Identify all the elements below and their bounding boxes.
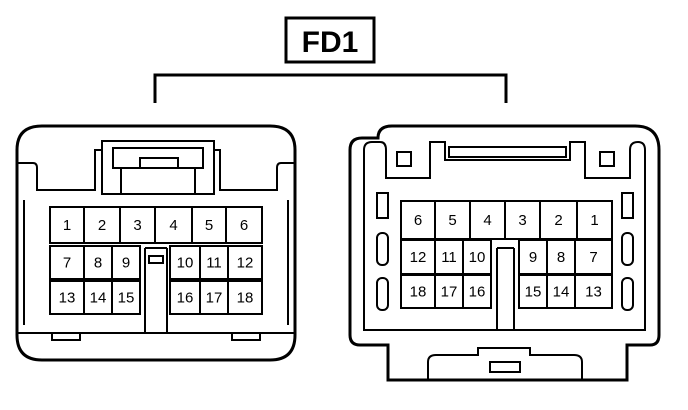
right-connector-pin-label: 8 [557, 249, 565, 266]
right-connector-pin-cell [574, 274, 613, 309]
right-connector-pin-cell [546, 274, 576, 309]
right-connector-pin-label: 11 [441, 249, 457, 266]
left-connector-pin-cell [111, 245, 141, 280]
right-small-sq-l [396, 151, 412, 167]
title-label: FD1 [284, 16, 376, 64]
left-connector-pin-label: 3 [133, 217, 141, 234]
right-connector-pin-label: 7 [589, 249, 597, 266]
right-connector-pin-label: 2 [554, 212, 562, 229]
left-connector-pin-label: 16 [177, 290, 194, 307]
left-connector-pin-label: 17 [206, 290, 223, 307]
right-connector-pin-label: 15 [525, 284, 542, 301]
right-connector-pin-cell [462, 274, 492, 309]
left-connector-pin-label: 5 [205, 217, 213, 234]
title-text: FD1 [302, 26, 359, 59]
left-connector-pin-label: 4 [169, 217, 177, 234]
left-connector-pin-label: 13 [59, 290, 76, 307]
left-connector-pin-label: 2 [98, 217, 106, 234]
right-connector-pin-cell [400, 239, 436, 275]
left-connector-pin-label: 12 [237, 255, 254, 272]
left-connector-pin-label: 10 [177, 255, 194, 272]
left-connector-pin-label: 1 [63, 217, 71, 234]
left-latch-tab [139, 157, 179, 169]
right-connector-pin-label: 13 [585, 284, 602, 301]
left-connector-pin-label: 11 [206, 255, 222, 272]
right-connector-pin-label: 5 [448, 212, 456, 229]
left-center-key [144, 247, 168, 333]
right-connector-pin-cell [574, 239, 613, 275]
left-connector-pin-label: 14 [90, 290, 107, 307]
right-slot-l2 [376, 232, 389, 266]
left-connector-pin-label: 7 [63, 255, 71, 272]
left-connector-pin-cell [49, 206, 85, 244]
left-side-rail [23, 200, 289, 325]
right-bottom-tab [427, 347, 583, 380]
left-connector-pin-cell [169, 280, 201, 315]
left-latch-outer [101, 140, 215, 195]
right-center-key [496, 247, 515, 330]
left-connector-pin-cell [225, 206, 263, 244]
left-connector-pin-cell [83, 280, 113, 315]
right-small-sq-r [599, 151, 615, 167]
left-connector-pin-cell [227, 245, 263, 280]
left-connector-pin-cell [154, 206, 193, 244]
right-slot-l1 [376, 192, 389, 219]
right-connector-pin-label: 18 [410, 284, 427, 301]
right-connector-pin-label: 3 [518, 212, 526, 229]
right-connector: 6 5 4 3 2 1 12 11 10 9 8 7 18 17 16 15 14 13 [348, 124, 661, 382]
right-connector-pin-label: 6 [414, 212, 422, 229]
left-connector-pin-cell [111, 280, 141, 315]
right-pin-grid: 6 5 4 3 2 1 12 11 10 9 8 7 18 17 16 15 14 13 [400, 200, 613, 309]
right-connector-pin-label: 1 [590, 212, 598, 229]
right-connector-pin-cell [539, 200, 578, 240]
right-slot-r3 [621, 277, 634, 311]
right-bottom-tab-inner [489, 361, 521, 373]
right-top-slot [448, 146, 567, 158]
right-connector-pin-cell [576, 200, 613, 240]
left-connector-pin-cell [191, 206, 227, 244]
left-bottom-notch-r [231, 332, 261, 341]
left-connector-pin-label: 18 [237, 290, 254, 307]
left-connector-pin-cell [49, 280, 85, 315]
right-connector-pin-label: 14 [553, 284, 570, 301]
left-connector-pin-cell [169, 245, 201, 280]
left-housing-inner-2 [214, 149, 295, 191]
left-connector-pin-label: 15 [118, 290, 135, 307]
left-connector-pin-label: 9 [122, 255, 130, 272]
left-latch-legs [120, 168, 196, 194]
right-connector-pin-label: 4 [483, 212, 491, 229]
left-bottom-notch-l [51, 332, 81, 341]
title-box [284, 16, 376, 64]
right-slot-r2 [621, 232, 634, 266]
right-housing-outer [348, 124, 661, 382]
left-connector-pin-cell [199, 245, 229, 280]
right-connector-pin-label: 10 [469, 249, 486, 266]
right-connector-pin-label: 16 [469, 284, 486, 301]
right-slot-r1 [621, 192, 634, 219]
right-connector-pin-cell [546, 239, 576, 275]
left-housing-inner [17, 149, 102, 191]
right-housing-inner [363, 140, 646, 331]
right-connector-pin-cell [434, 274, 464, 309]
right-connector-pin-cell [518, 239, 548, 275]
right-connector-pin-label: 12 [410, 249, 427, 266]
bracket-line [153, 73, 508, 103]
left-connector-pin-label: 6 [240, 217, 248, 234]
right-connector-pin-label: 17 [441, 284, 458, 301]
right-slot-l3 [376, 277, 389, 311]
left-connector-pin-label: 8 [94, 255, 102, 272]
right-connector-pin-label: 9 [529, 249, 537, 266]
left-connector-pin-cell [227, 280, 263, 315]
